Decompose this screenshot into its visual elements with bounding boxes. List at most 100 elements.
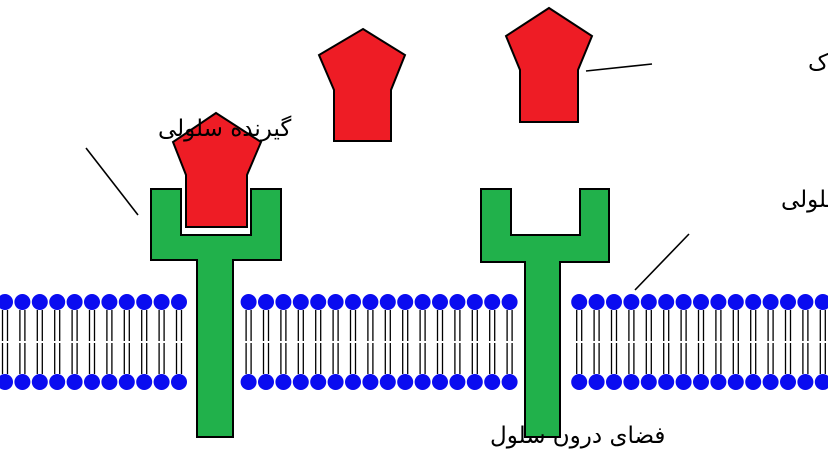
phospholipid-tails xyxy=(454,310,461,374)
phospholipid-head xyxy=(675,374,692,390)
phospholipid-tails xyxy=(367,310,374,374)
phospholipid-head xyxy=(292,374,309,390)
cell-membrane-bilayer xyxy=(0,294,828,390)
opium-molecule-bound xyxy=(171,111,263,228)
phospholipid-tails xyxy=(71,310,78,374)
phospholipid-head xyxy=(31,294,48,310)
phospholipid-head xyxy=(153,294,170,310)
leader-line-molecule xyxy=(585,63,653,72)
phospholipid-head xyxy=(345,294,361,310)
phospholipid-tails xyxy=(610,310,618,374)
opium-molecule-free xyxy=(317,27,407,142)
phospholipid-head xyxy=(588,294,605,310)
phospholipid-tails xyxy=(489,310,496,374)
phospholipid-head xyxy=(814,374,828,390)
phospholipid-head xyxy=(310,294,327,310)
phospholipid-tails xyxy=(663,310,670,374)
phospholipid-head xyxy=(466,374,483,390)
phospholipid-head xyxy=(623,374,640,390)
phospholipid-tails xyxy=(106,310,113,374)
phospholipid-head xyxy=(327,294,344,310)
phospholipid-head xyxy=(432,294,448,310)
phospholipid-head xyxy=(240,294,257,310)
phospholipid-head xyxy=(397,294,414,310)
phospholipid-head xyxy=(484,374,501,390)
phospholipid-tails xyxy=(262,310,270,374)
phospholipid-head xyxy=(345,374,361,390)
phospholipid-head xyxy=(310,374,327,390)
phospholipid-head xyxy=(275,374,292,390)
phospholipid-head xyxy=(84,374,100,390)
leader-line-membrane xyxy=(634,233,690,291)
phospholipid-head xyxy=(814,294,828,310)
phospholipid-head xyxy=(623,294,640,310)
phospholipid-head xyxy=(658,374,675,390)
phospholipid-head xyxy=(49,374,66,390)
phospholipid-head xyxy=(379,294,396,310)
phospholipid-head xyxy=(362,374,379,390)
phospholipid-head xyxy=(675,294,692,310)
phospholipid-tails xyxy=(315,310,322,374)
phospholipid-head xyxy=(171,374,187,390)
phospholipid-head xyxy=(31,374,48,390)
label-intracellular-space: فضای درون سلول xyxy=(490,423,665,449)
phospholipid-tails xyxy=(767,310,774,374)
phospholipid-tails xyxy=(36,310,43,374)
cell-receptor-empty xyxy=(480,188,610,438)
phospholipid-head xyxy=(710,294,727,310)
phospholipid-head xyxy=(745,294,762,310)
phospholipid-tails xyxy=(54,310,61,374)
phospholipid-head xyxy=(136,374,153,390)
phospholipid-tails xyxy=(175,310,183,374)
phospholipid-tails xyxy=(402,310,409,374)
phospholipid-head xyxy=(797,294,814,310)
phospholipid-tails xyxy=(158,310,165,374)
phospholipid-head xyxy=(14,374,31,390)
phospholipid-tails xyxy=(715,310,722,374)
phospholipid-head xyxy=(710,374,727,390)
opium-molecules xyxy=(171,6,594,228)
phospholipid-tails xyxy=(680,310,687,374)
phospholipid-tails xyxy=(802,310,809,374)
phospholipid-tails xyxy=(419,310,426,374)
phospholipid-head xyxy=(484,294,501,310)
phospholipid-head xyxy=(797,374,814,390)
cell-receptor-bound xyxy=(150,188,282,438)
phospholipid-head xyxy=(780,374,796,390)
phospholipid-head xyxy=(101,374,118,390)
phospholipid-tails xyxy=(349,310,357,374)
phospholipid-head xyxy=(762,374,779,390)
phospholipid-head xyxy=(414,374,431,390)
phospholipid-head xyxy=(66,294,83,310)
phospholipid-head xyxy=(136,294,153,310)
phospholipid-tails xyxy=(471,310,478,374)
phospholipid-head xyxy=(171,294,187,310)
phospholipid-head xyxy=(727,294,744,310)
phospholipid-head xyxy=(727,374,744,390)
phospholipid-tails xyxy=(784,310,792,374)
phospholipid-tails xyxy=(628,310,635,374)
phospholipid-head xyxy=(588,374,605,390)
phospholipid-head xyxy=(14,294,31,310)
receptor-right-shape xyxy=(480,188,610,438)
phospholipid-head xyxy=(571,294,588,310)
phospholipid-head xyxy=(640,294,657,310)
phospholipid-tails xyxy=(697,310,705,374)
leader-lines xyxy=(85,63,690,291)
phospholipid-head xyxy=(0,294,13,310)
phospholipid-head xyxy=(362,294,379,310)
phospholipid-tails xyxy=(506,310,513,374)
phospholipid-tails xyxy=(436,310,444,374)
label-opium-molecule: مولکول تریاک xyxy=(808,50,828,76)
phospholipid-head xyxy=(0,374,13,390)
phospholipid-tails xyxy=(645,310,652,374)
phospholipid-head xyxy=(258,294,274,310)
phospholipid-head xyxy=(49,294,66,310)
phospholipid-head xyxy=(101,294,118,310)
phospholipid-tails xyxy=(245,310,252,374)
phospholipid-head xyxy=(762,294,779,310)
phospholipid-tails xyxy=(576,310,583,374)
phospholipid-head xyxy=(153,374,170,390)
opium-molecule-free xyxy=(504,6,594,123)
